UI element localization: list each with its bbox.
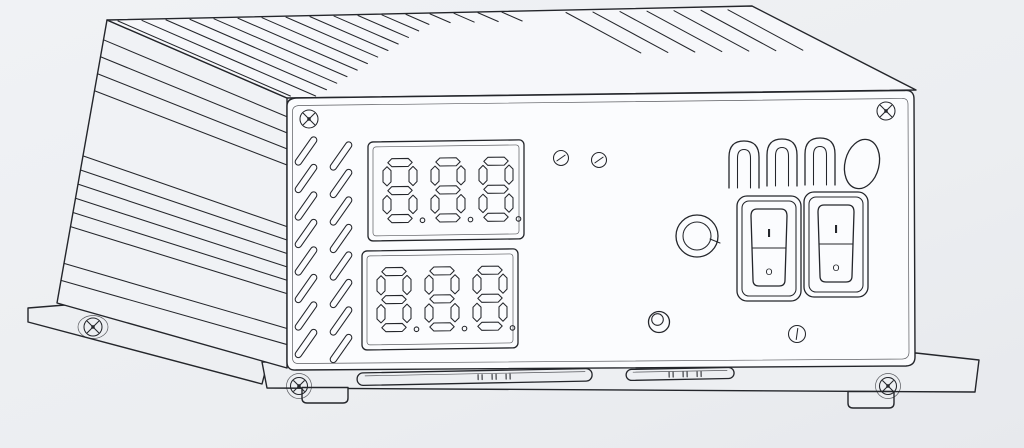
bottom-slot-right	[625, 366, 735, 382]
slot-terminal-marks	[668, 371, 702, 378]
slotted-screw-1	[552, 149, 570, 167]
rotary-knob[interactable]	[675, 214, 721, 258]
heatsink-fins	[60, 39, 288, 346]
display-bezel	[361, 248, 519, 351]
top-cover	[106, 5, 917, 99]
rocker-paddle[interactable]	[817, 204, 855, 283]
slotted-screw-3	[787, 324, 807, 344]
mounting-foot-left	[301, 386, 349, 404]
top-vent-fins-right	[565, 9, 804, 54]
phillips-screw-2	[876, 101, 896, 121]
display-window	[366, 253, 514, 346]
push-button[interactable]	[647, 310, 671, 334]
logo-glyph-o	[843, 138, 881, 190]
slot-terminal-marks	[477, 373, 511, 381]
heatsink-left	[56, 19, 288, 369]
display-bezel	[367, 139, 525, 242]
seven-seg-display-lower	[361, 248, 519, 351]
phillips-screw-5	[875, 373, 901, 399]
display-digits	[376, 265, 516, 333]
logo-glyph-n2	[804, 137, 836, 186]
bottom-slot-left	[356, 367, 593, 387]
switch-off-mark: O	[832, 264, 839, 274]
top-vent-fins-left	[117, 11, 523, 97]
display-window	[372, 144, 520, 237]
rocker-switch-left[interactable]: I O	[736, 195, 802, 302]
switch-on-mark: I	[767, 227, 771, 240]
mounting-foot-right	[847, 390, 895, 409]
switch-off-mark: O	[765, 268, 772, 278]
seven-seg-display-upper	[367, 139, 525, 242]
brand-logo-nano: NANO	[728, 137, 881, 190]
logo-glyph-a	[766, 138, 798, 187]
phillips-screw-4	[286, 373, 312, 399]
phillips-screw-1	[299, 109, 319, 129]
logo-glyph-n1	[728, 140, 760, 189]
rocker-paddle[interactable]	[750, 208, 788, 287]
display-digits	[382, 156, 522, 224]
vent-louvers	[294, 136, 353, 364]
switch-on-mark: I	[834, 223, 838, 236]
rocker-switch-right[interactable]: I O	[803, 191, 869, 298]
front-panel	[286, 89, 916, 371]
slotted-screw-2	[590, 151, 608, 169]
phillips-screw-3	[77, 315, 109, 339]
mounting-screws	[77, 101, 901, 399]
front-panel-inner-edge	[292, 98, 910, 364]
